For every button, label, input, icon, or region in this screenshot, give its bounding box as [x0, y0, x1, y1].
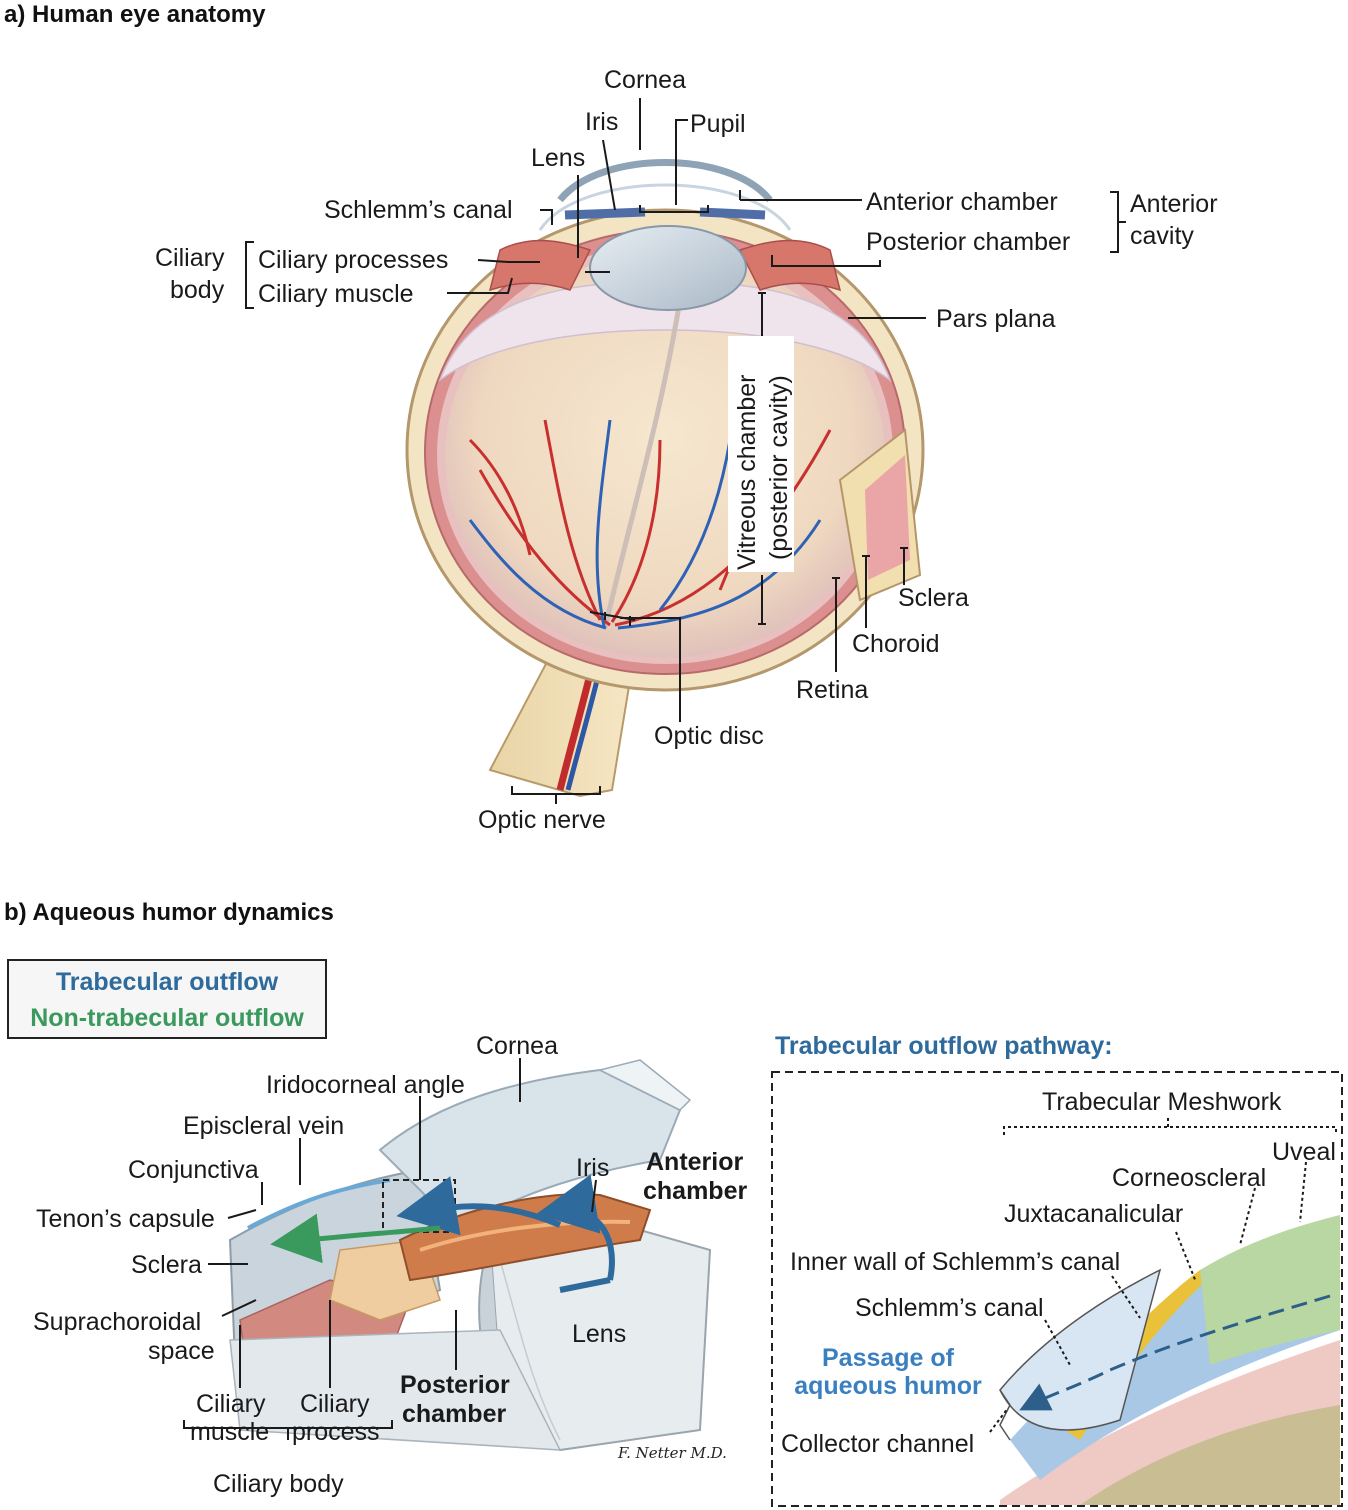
label-corneoscleral: Corneoscleral	[1112, 1164, 1266, 1192]
label-iris: Iris	[585, 108, 618, 136]
panel-b-title: b) Aqueous humor dynamics	[4, 899, 334, 926]
pathway-illustration	[999, 1215, 1340, 1505]
label-suprachoroidal-1: Suprachoroidal	[33, 1308, 201, 1336]
panel-b-leader-lines	[183, 1058, 597, 1440]
label-b-lens: Lens	[572, 1320, 626, 1348]
panel-a-leader-lines	[245, 98, 1126, 804]
label-episcleral-vein: Episcleral vein	[183, 1112, 344, 1140]
label-ciliary-muscle-1: Ciliary	[196, 1390, 266, 1418]
label-pars-plana: Pars plana	[936, 305, 1056, 333]
label-b-anterior-chamber-1: Anterior	[646, 1148, 744, 1176]
label-ciliary-process-1: Ciliary	[300, 1390, 370, 1418]
label-inner-wall: Inner wall of Schlemm’s canal	[790, 1248, 1120, 1276]
legend: Trabecular outflow Non-trabecular outflo…	[7, 959, 327, 1039]
label-passage-2: aqueous humor	[794, 1372, 982, 1400]
label-ciliary-body-1: Ciliary	[155, 244, 225, 272]
label-vitreous-1: Vitreous chamber	[733, 375, 761, 570]
label-passage-1: Passage of	[822, 1344, 955, 1372]
label-ciliary-muscle-2: muscle	[190, 1418, 269, 1446]
label-b-cornea: Cornea	[476, 1032, 558, 1060]
label-cornea: Cornea	[604, 66, 686, 94]
pathway-title: Trabecular outflow pathway:	[775, 1032, 1113, 1060]
vitreous-label-box	[728, 336, 794, 572]
label-juxtacanalicular: Juxtacanalicular	[1004, 1200, 1183, 1228]
label-anterior-cavity-1: Anterior	[1130, 190, 1218, 218]
angle-illustration	[228, 1059, 712, 1452]
label-ciliary-processes: Ciliary processes	[258, 246, 448, 274]
label-pathway-schlemms-canal: Schlemm’s canal	[855, 1294, 1044, 1322]
label-optic-disc: Optic disc	[654, 722, 764, 750]
label-iridocorneal-angle: Iridocorneal angle	[266, 1071, 465, 1099]
legend-trabecular: Trabecular outflow	[56, 968, 279, 996]
label-optic-nerve: Optic nerve	[478, 806, 606, 834]
label-b-anterior-chamber-2: chamber	[643, 1177, 747, 1205]
label-schlemms-canal: Schlemm’s canal	[324, 196, 513, 224]
label-ciliary-process-2: process	[292, 1418, 380, 1446]
label-conjunctiva: Conjunctiva	[128, 1156, 259, 1184]
label-vitreous-2: (posterior cavity)	[765, 375, 793, 560]
signature: F. Netter M.D.	[617, 1444, 727, 1462]
panel-a-title: a) Human eye anatomy	[4, 1, 266, 28]
label-collector-channel: Collector channel	[781, 1430, 974, 1458]
label-uveal: Uveal	[1272, 1138, 1336, 1166]
label-sclera: Sclera	[898, 584, 969, 612]
label-b-posterior-chamber-2: chamber	[402, 1400, 506, 1428]
pathway-leader-lines	[989, 1118, 1337, 1433]
legend-non-trabecular: Non-trabecular outflow	[30, 1004, 304, 1032]
label-pupil: Pupil	[690, 110, 746, 138]
label-suprachoroidal-2: space	[148, 1337, 215, 1365]
label-retina: Retina	[796, 676, 868, 704]
label-choroid: Choroid	[852, 630, 940, 658]
label-b-iris: Iris	[576, 1154, 609, 1182]
label-b-sclera: Sclera	[131, 1251, 202, 1279]
label-b-posterior-chamber-1: Posterior	[400, 1371, 510, 1399]
label-lens: Lens	[531, 144, 585, 172]
label-ciliary-body-2: body	[170, 276, 225, 304]
label-posterior-chamber: Posterior chamber	[866, 228, 1070, 256]
label-trabecular-meshwork: Trabecular Meshwork	[1042, 1088, 1282, 1116]
label-tenons-capsule: Tenon’s capsule	[36, 1205, 215, 1233]
label-ciliary-body: Ciliary body	[213, 1470, 344, 1498]
label-anterior-chamber: Anterior chamber	[866, 188, 1058, 216]
label-ciliary-muscle: Ciliary muscle	[258, 280, 414, 308]
label-anterior-cavity-2: cavity	[1130, 222, 1194, 250]
